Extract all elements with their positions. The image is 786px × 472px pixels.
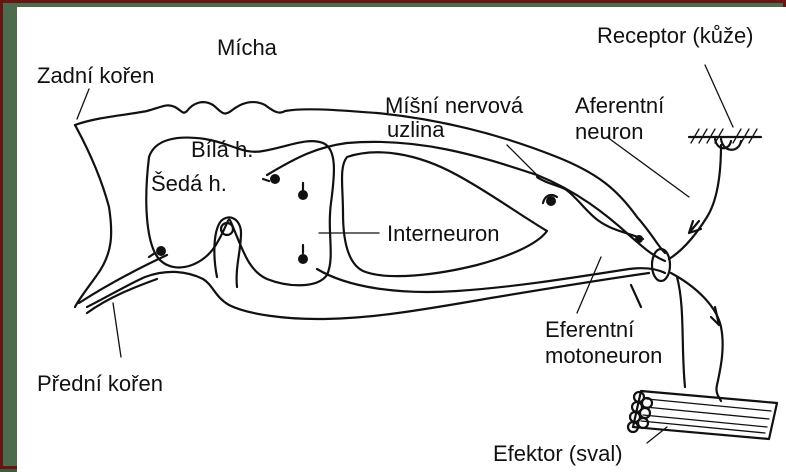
label-micha: Mícha <box>217 35 278 60</box>
efferent-fiber <box>317 268 665 292</box>
inner-loop <box>342 152 547 276</box>
label-eferentni-motoneuron: motoneuron <box>545 343 662 368</box>
reflex-arc-diagram: Mícha Zadní kořen Bílá h. Šedá h. Míšní … <box>17 7 786 472</box>
eferentni-leader <box>577 257 601 313</box>
label-misni-uzlina-2: uzlina <box>387 117 445 142</box>
central-canal <box>214 217 241 287</box>
reflex-arc-svg: Mícha Zadní kořen Bílá h. Šedá h. Míšní … <box>17 7 786 472</box>
aferentni-leader <box>607 137 689 197</box>
label-aferentni-neuron: neuron <box>575 119 644 144</box>
motoneuron-to-muscle <box>671 273 723 401</box>
label-efektor: Efektor (sval) <box>493 441 623 466</box>
muscle-effector <box>628 391 777 439</box>
spinal-ganglion <box>537 177 643 239</box>
label-misni-uzlina-1: Míšní nervová <box>385 93 524 118</box>
receptor-ending <box>715 139 741 150</box>
receptor-leader <box>705 65 733 127</box>
label-zadni-koren: Zadní kořen <box>37 63 154 88</box>
nerve-trunk-cut <box>652 249 670 281</box>
predni-koren-leader <box>113 303 121 357</box>
label-eferentni: Eferentní <box>545 317 634 342</box>
label-predni-koren: Přední kořen <box>37 371 163 396</box>
afferent-neuron <box>669 145 721 259</box>
label-bila-hmota: Bílá h. <box>191 137 253 162</box>
small-stub <box>631 285 641 307</box>
label-interneuron: Interneuron <box>387 221 500 246</box>
motoneuron-branch <box>677 277 685 387</box>
label-aferentni: Aferentní <box>575 93 664 118</box>
label-receptor: Receptor (kůže) <box>597 23 754 48</box>
ventral-root-lower <box>87 279 157 313</box>
efferent-arrow <box>711 307 719 325</box>
zadni-koren-leader <box>77 89 89 119</box>
label-seda-hmota: Šedá h. <box>151 171 227 196</box>
spinal-cord-left-edge <box>75 125 111 307</box>
